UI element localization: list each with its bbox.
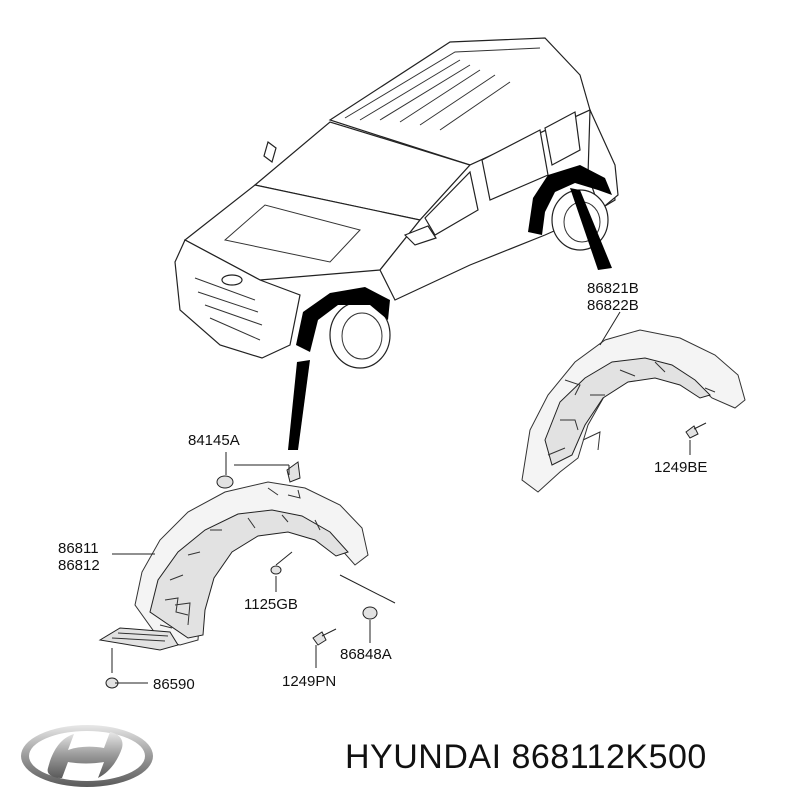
- leader-86821b: [599, 311, 621, 346]
- label-1249be: 1249BE: [654, 459, 707, 476]
- screw-1249pn: [312, 631, 327, 646]
- fasteners: [105, 422, 707, 689]
- callout-labels: 86821B 86822B 84145A 1249BE 86811 86812 …: [58, 280, 707, 693]
- screw-1125gb: [270, 565, 282, 575]
- clip-86848a: [362, 606, 378, 620]
- label-86822b: 86822B: [587, 297, 639, 314]
- front-wheel-arch-highlight: [296, 287, 390, 352]
- label-86812: 86812: [58, 557, 100, 574]
- car-illustration: [174, 37, 619, 450]
- rear-wheel-arch-highlight: [528, 165, 612, 235]
- label-86811: 86811: [58, 540, 99, 557]
- clip-tab: [286, 461, 301, 483]
- leader-lines: [111, 440, 691, 684]
- clip-84145a: [216, 475, 234, 489]
- label-86821b: 86821B: [587, 280, 639, 297]
- label-1125gb: 1125GB: [244, 596, 298, 613]
- rear-arch-pointer: [570, 188, 612, 270]
- hyundai-logo-icon: [21, 725, 153, 787]
- front-fender-liner: [98, 481, 369, 651]
- label-86590: 86590: [153, 676, 195, 693]
- front-arch-pointer: [288, 360, 310, 450]
- footer-part-number: HYUNDAI 868112K500: [345, 738, 707, 776]
- rear-fender-liner: [521, 329, 746, 493]
- label-86848a: 86848A: [340, 646, 392, 663]
- label-84145a: 84145A: [188, 432, 240, 449]
- label-1249pn: 1249PN: [282, 673, 336, 690]
